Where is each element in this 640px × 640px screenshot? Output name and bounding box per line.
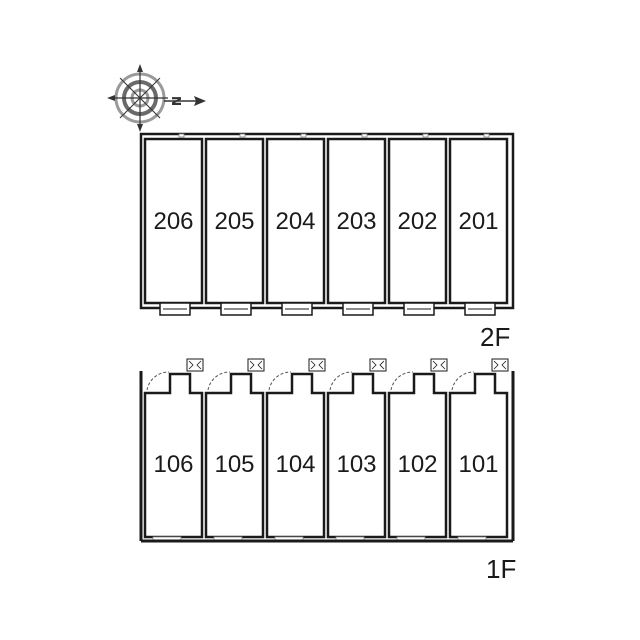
unit-label-205: 205 (214, 208, 254, 235)
window-mark (422, 133, 429, 138)
unit-label-204: 204 (275, 208, 315, 235)
unit-label-202: 202 (397, 208, 437, 235)
window-mark (361, 133, 368, 138)
unit-label-106: 106 (153, 451, 193, 478)
door-swing (329, 371, 353, 391)
unit-label-201: 201 (458, 208, 498, 235)
door-swing (146, 371, 170, 391)
unit-202: 202 (387, 133, 448, 316)
floor-label-2f: 2F (480, 322, 510, 352)
unit-102: 102 (387, 358, 448, 541)
unit-205: 205 (204, 133, 265, 316)
meter-box (430, 358, 448, 372)
unit-outline (326, 137, 387, 305)
floor-1f-plan: 106 105 104 103 102 101 (139, 358, 515, 543)
meter-symbol (188, 360, 202, 370)
meter-symbol (432, 360, 446, 370)
floor-label-1f: 1F (486, 554, 516, 584)
unit-201: 201 (448, 133, 509, 316)
meter-box (186, 358, 204, 372)
unit-outline (387, 137, 448, 305)
unit-label-105: 105 (214, 451, 254, 478)
unit-label-101: 101 (458, 451, 498, 478)
unit-204: 204 (265, 133, 326, 316)
unit-outline (448, 137, 509, 305)
meter-symbol (310, 360, 324, 370)
meter-box (369, 358, 387, 372)
meter-box (247, 358, 265, 372)
window-mark (178, 133, 185, 138)
meter-symbol (493, 360, 507, 370)
unit-outline (204, 137, 265, 305)
meter-box (491, 358, 509, 372)
unit-105: 105 (204, 358, 265, 541)
door-swing (207, 371, 231, 391)
unit-203: 203 (326, 133, 387, 316)
window-mark (483, 133, 490, 138)
unit-outline (265, 137, 326, 305)
unit-label-206: 206 (153, 208, 193, 235)
unit-label-104: 104 (275, 451, 315, 478)
unit-label-203: 203 (336, 208, 376, 235)
door-swing (451, 371, 475, 391)
floor-2f-units: 206 205 204 203 202 201 (143, 133, 509, 316)
unit-206: 206 (143, 133, 204, 316)
meter-symbol (249, 360, 263, 370)
unit-106: 106 (143, 358, 204, 541)
unit-outline (143, 137, 204, 305)
floor-2f-plan: 206 205 204 203 202 201 (139, 132, 515, 316)
compass-rose-icon: N (107, 64, 206, 132)
window-mark (239, 133, 246, 138)
door-swing (390, 371, 414, 391)
meter-symbol (371, 360, 385, 370)
compass-north-label: N (169, 96, 183, 106)
unit-101: 101 (448, 358, 509, 541)
unit-label-103: 103 (336, 451, 376, 478)
floor-1f-units: 106 105 104 103 102 101 (143, 358, 509, 541)
door-swing (268, 371, 292, 391)
unit-label-102: 102 (397, 451, 437, 478)
window-mark (300, 133, 307, 138)
unit-104: 104 (265, 358, 326, 541)
meter-box (308, 358, 326, 372)
unit-103: 103 (326, 358, 387, 541)
